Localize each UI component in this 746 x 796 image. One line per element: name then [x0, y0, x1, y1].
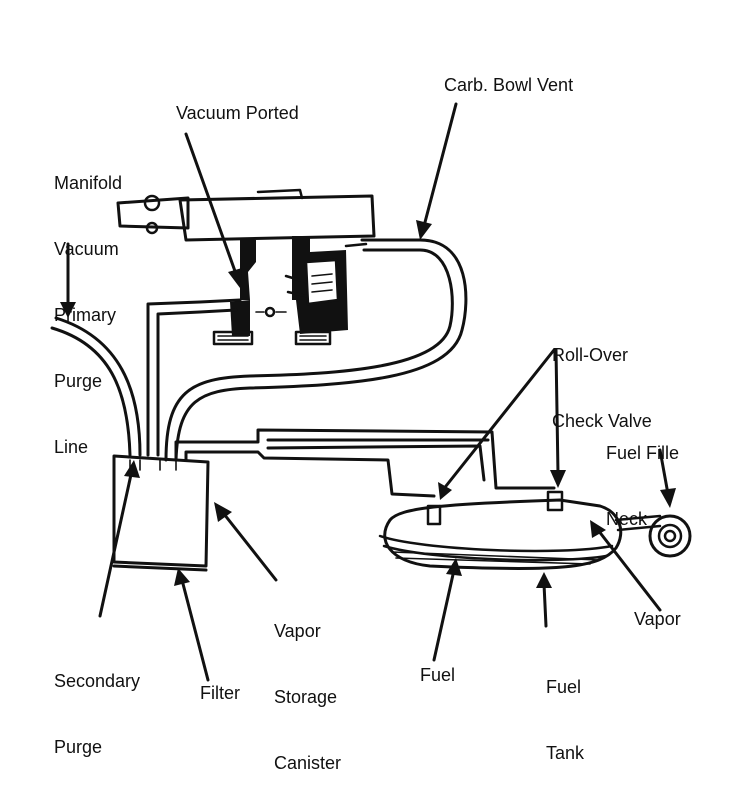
carburetor: [116, 188, 376, 346]
label-manifold-vacuum: Manifold Vacuum Primary Purge Line: [54, 128, 122, 480]
label-line: Manifold: [54, 173, 123, 193]
leader-arrows: [60, 102, 676, 682]
label-line: Fuel: [546, 677, 582, 697]
diagram-drawing: [50, 102, 692, 682]
label-line: Roll-Over: [552, 345, 629, 365]
label-line: Canister: [274, 753, 342, 773]
label-line: Primary: [54, 305, 116, 325]
label-line: Check Valve: [552, 411, 652, 431]
label-line: Line: [54, 437, 89, 457]
label-fuel: Fuel: [420, 665, 456, 685]
label-roll-over-check-valve: Roll-Over Check Valve: [552, 300, 652, 454]
hoses: [50, 238, 556, 498]
vapor-storage-canister: [112, 454, 210, 572]
label-line: Vapor: [274, 621, 321, 641]
label-line: Tank: [546, 743, 585, 763]
label-line: Storage: [274, 687, 338, 707]
label-secondary-purge: Secondary Purge: [54, 626, 140, 780]
label-line: Purge: [54, 371, 103, 391]
label-line: Vacuum: [54, 239, 119, 259]
label-fuel-tank: Fuel Tank: [546, 632, 584, 786]
label-line: Fuel Fille: [606, 443, 680, 463]
label-carb-bowl-vent: Carb. Bowl Vent: [444, 75, 574, 95]
label-vapor: Vapor: [634, 609, 681, 629]
label-line: Purge: [54, 737, 103, 757]
label-line: Neck: [606, 509, 648, 529]
label-vapor-storage-canister: Vapor Storage Canister: [274, 576, 341, 796]
label-fuel-filler-neck: Fuel Fille Neck: [606, 398, 679, 552]
fuel-tank: [378, 490, 692, 571]
fuel-evaporative-system-diagram: Manifold Vacuum Primary Purge Line Vacuu…: [50, 75, 692, 780]
label-filter: Filter: [200, 683, 240, 703]
label-line: Secondary: [54, 671, 141, 691]
label-vacuum-ported: Vacuum Ported: [176, 103, 299, 123]
